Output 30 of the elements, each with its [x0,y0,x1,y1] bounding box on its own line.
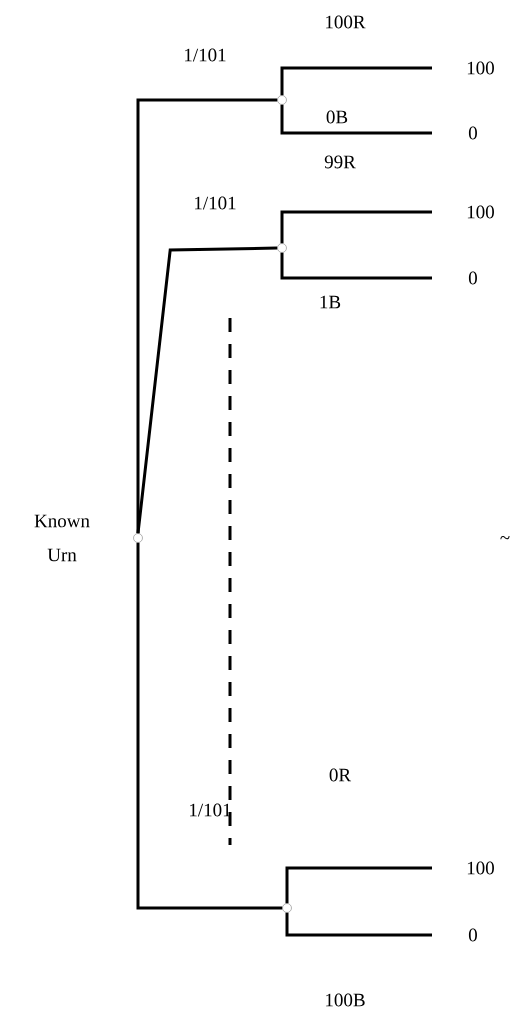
edge-label: 100R [326,15,366,29]
branch-line [285,912,432,937]
payoff-label: 100 [467,861,494,875]
edge-label: 100B [326,993,365,1007]
payoff-label: 100 [467,205,494,219]
branch-line [136,542,283,910]
chance-node [133,533,143,543]
payoff-label: 0 [468,928,477,942]
chance-node [282,903,292,913]
chance-node [277,243,287,253]
tilde-sign: ~ [500,536,510,540]
edge-label: 1/101 [195,196,236,210]
node-caption: Known Urn [34,514,90,562]
payoff-label: 0 [468,271,477,285]
payoff-label: 0 [468,126,477,140]
branch-line [136,246,278,534]
branch-line [280,66,432,96]
edge-label: 1/101 [185,48,226,62]
edge-label: 1/101 [190,803,231,817]
edge-label: 0R [329,768,352,782]
edge-label: 1B [320,295,341,309]
branch-line [280,252,432,280]
branch-line [285,866,432,904]
chance-node [277,95,287,105]
branch-line [280,104,432,135]
branch-line [280,210,432,244]
edge-label: 0B [326,110,348,124]
branch-line [136,98,278,534]
payoff-label: 100 [467,61,494,75]
edge-label: 99R [324,155,356,169]
